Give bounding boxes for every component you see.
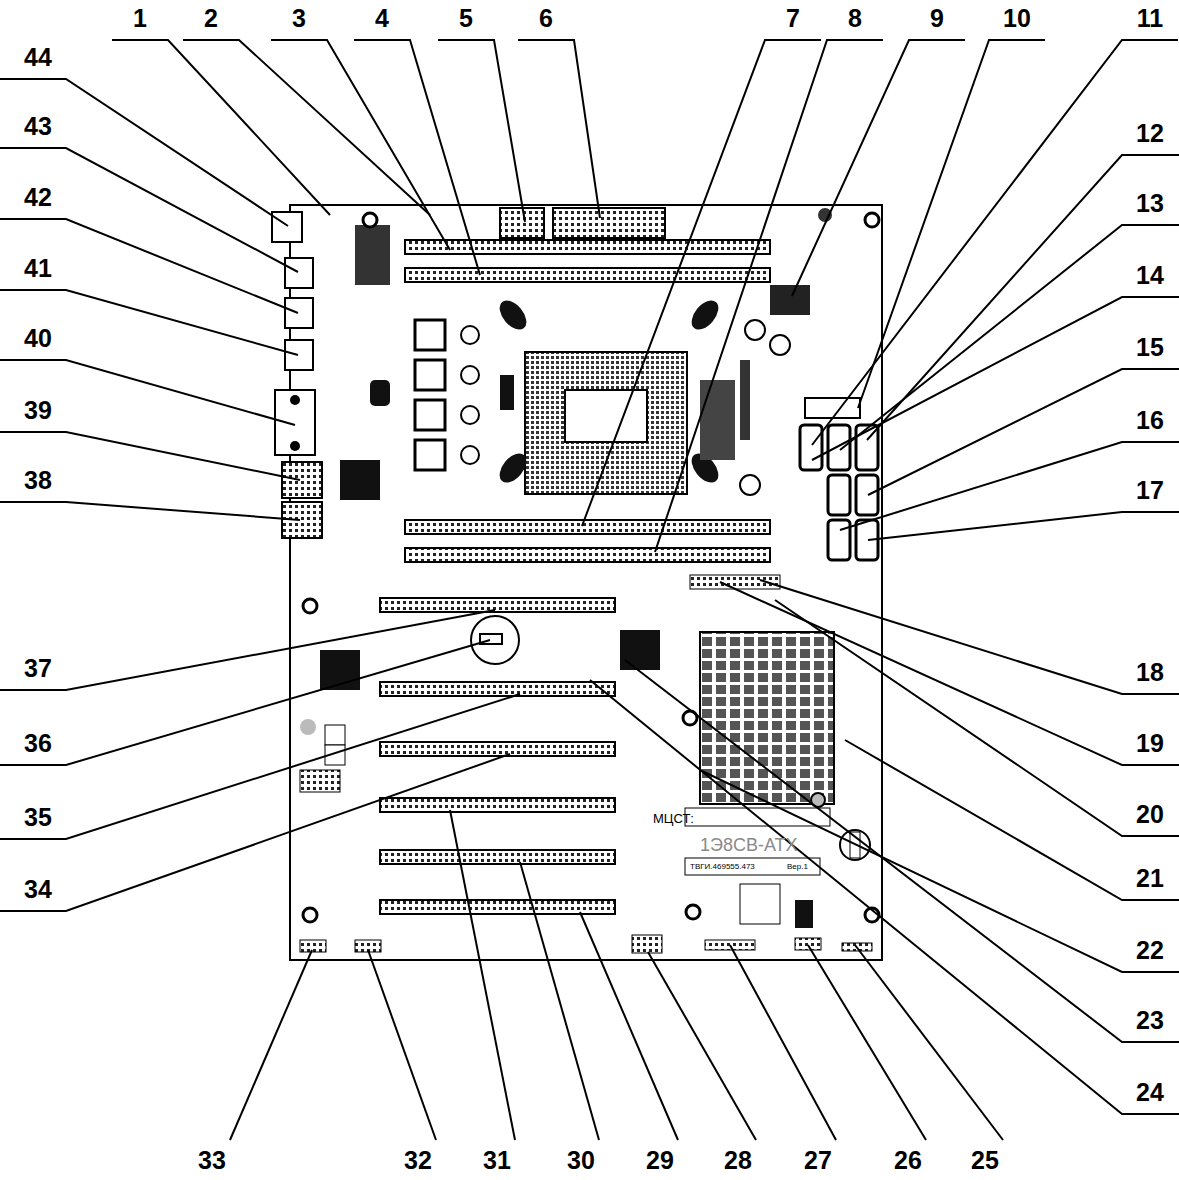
callout-number: 25	[971, 1148, 999, 1173]
leader-line	[450, 810, 515, 1140]
callout-number: 40	[24, 326, 52, 351]
callout-number: 32	[404, 1148, 432, 1173]
leader-line	[0, 754, 510, 911]
leader-line	[354, 40, 480, 275]
leader-line	[655, 40, 883, 552]
callout-number: 12	[1136, 121, 1164, 146]
callout-number: 38	[24, 468, 52, 493]
callout-number: 44	[24, 45, 52, 70]
callout-number: 34	[24, 877, 52, 902]
callout-number: 2	[204, 6, 218, 31]
leader-line	[520, 862, 599, 1140]
leader-line	[590, 680, 1179, 1114]
leader-line	[438, 40, 525, 222]
callout-number: 22	[1136, 938, 1164, 963]
callout-number: 43	[24, 114, 52, 139]
leader-line	[0, 219, 298, 313]
leader-line	[0, 694, 520, 839]
leader-line	[775, 600, 1179, 836]
silkscreen-text: Вер.1	[787, 863, 808, 871]
leader-line	[855, 945, 1003, 1140]
callout-number: 10	[1003, 6, 1031, 31]
callout-number: 27	[804, 1148, 832, 1173]
callout-number: 20	[1136, 802, 1164, 827]
callout-number: 14	[1136, 263, 1164, 288]
callout-number: 17	[1136, 478, 1164, 503]
silkscreen-text: 1Э8СВ-АТХ	[700, 836, 798, 854]
callout-number: 30	[567, 1148, 595, 1173]
leader-line	[183, 40, 430, 215]
leader-line	[368, 950, 436, 1140]
leader-line	[582, 40, 821, 526]
callout-number: 35	[24, 805, 52, 830]
callout-number: 1	[133, 6, 147, 31]
callout-number: 8	[848, 6, 862, 31]
callout-number: 21	[1136, 866, 1164, 891]
callout-number: 7	[786, 6, 800, 31]
callout-number: 16	[1136, 408, 1164, 433]
callout-number: 33	[198, 1148, 226, 1173]
callout-number: 11	[1137, 6, 1163, 31]
leader-line	[0, 640, 490, 765]
leader-line	[792, 40, 965, 296]
callout-number: 42	[24, 185, 52, 210]
callout-number: 31	[483, 1148, 511, 1173]
leader-line	[0, 360, 295, 425]
leader-line	[0, 502, 300, 520]
leader-line	[868, 512, 1179, 540]
leader-line	[700, 770, 1179, 972]
leader-line	[840, 225, 1179, 450]
callout-number: 18	[1136, 660, 1164, 685]
callout-number: 37	[24, 656, 52, 681]
leader-line	[868, 369, 1179, 495]
leader-line	[845, 740, 1179, 900]
callout-number: 41	[24, 256, 52, 281]
callout-number: 9	[930, 6, 944, 31]
leader-line	[0, 79, 288, 226]
callout-number: 5	[459, 6, 473, 31]
leader-line	[812, 297, 1179, 460]
callout-number: 6	[539, 6, 553, 31]
leader-line	[648, 952, 756, 1140]
callout-number: 24	[1136, 1080, 1164, 1105]
leader-line	[625, 660, 1179, 1042]
callout-number: 3	[292, 6, 306, 31]
callout-number: 29	[646, 1148, 674, 1173]
silkscreen-text: МЦСТ:	[653, 812, 694, 825]
silkscreen-text: ТВГИ.469555.473	[690, 863, 755, 871]
leader-line	[112, 40, 330, 215]
callout-number: 15	[1136, 335, 1164, 360]
callout-number: 4	[375, 6, 389, 31]
leader-line	[230, 950, 312, 1140]
callout-number: 23	[1136, 1008, 1164, 1033]
callout-number: 28	[724, 1148, 752, 1173]
callout-number: 19	[1136, 731, 1164, 756]
callout-number: 13	[1136, 191, 1164, 216]
leader-line	[840, 442, 1179, 530]
leader-line	[580, 912, 678, 1140]
leader-line	[812, 40, 1178, 445]
leader-line	[0, 148, 298, 272]
leader-line	[518, 40, 600, 218]
leader-line	[0, 290, 298, 355]
leader-line	[271, 40, 450, 250]
leader-line	[808, 945, 926, 1140]
callout-number: 26	[894, 1148, 922, 1173]
callout-number: 39	[24, 398, 52, 423]
leader-line	[0, 610, 495, 690]
callout-number: 36	[24, 731, 52, 756]
leader-line	[730, 945, 836, 1140]
leader-line	[760, 580, 1179, 694]
